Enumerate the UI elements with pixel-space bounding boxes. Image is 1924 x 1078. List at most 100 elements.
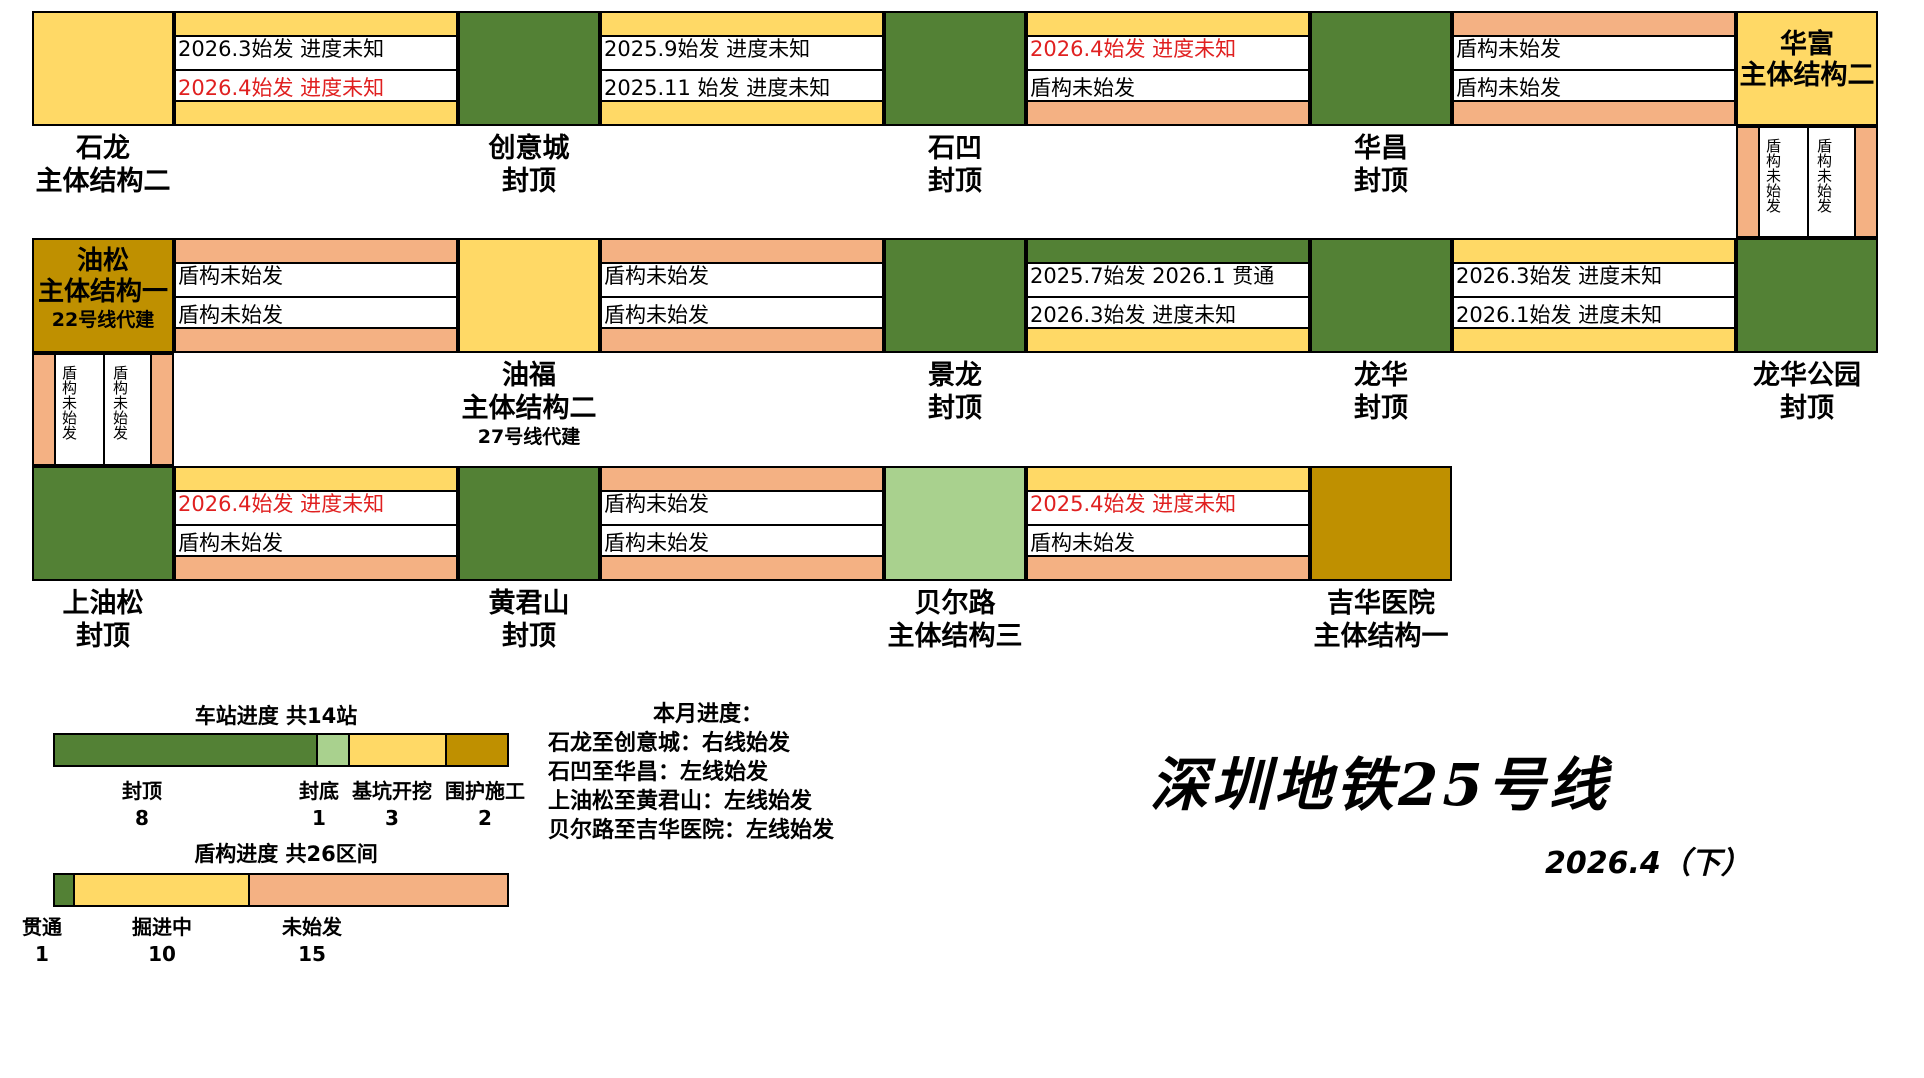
tunnel-line1-text: 2026.3始发 进度未知 (178, 37, 385, 61)
tunnel-line1-text: 盾构未始发 (60, 365, 78, 440)
page-title: 深圳地铁25号线 (1150, 751, 1611, 819)
tunnel-segment: 2025.4始发 进度未知盾构未始发 (1026, 466, 1310, 581)
monthly-progress-title: 本月进度： (652, 702, 763, 727)
station-name: 创意城 (488, 133, 570, 164)
station-status: 封顶 (1354, 166, 1408, 197)
track-divider (1028, 523, 1308, 526)
station-box (884, 466, 1026, 581)
tunnel-line2-text: 盾构未始发 (178, 303, 283, 327)
tunnel-status-band (1028, 100, 1308, 124)
tunnel-line1-text: 2025.4始发 进度未知 (1030, 492, 1237, 516)
station-status: 封顶 (1354, 393, 1408, 424)
station-legend-title: 车站进度 共14站 (194, 704, 358, 728)
station-label: 石龙主体结构二 (36, 132, 171, 198)
station-name: 油松 (76, 246, 130, 276)
tunnel-status-band (602, 327, 882, 351)
tunnel-status-band (1454, 13, 1734, 37)
tunnel-line2-text: 盾构未始发 (178, 531, 283, 555)
track-divider (602, 523, 882, 526)
track-divider (176, 68, 456, 71)
tunnel-status-band (1028, 327, 1308, 351)
station-label: 创意城封顶 (489, 132, 570, 198)
tunnel-status-band (1454, 100, 1734, 124)
station-label: 黄君山封顶 (489, 587, 570, 653)
station-label: 吉华医院主体结构一 (1314, 587, 1449, 653)
station-box (884, 238, 1026, 353)
tunnel-status-band (1028, 240, 1308, 264)
station-label: 景龙封顶 (928, 359, 982, 425)
tunnel-legend-done-swatch (55, 875, 73, 905)
station-status: 主体结构二 (35, 166, 171, 197)
monthly-item: 石凹至华昌：左线始发 (548, 760, 769, 785)
station-name: 黄君山 (488, 588, 570, 619)
tunnel-status-band (176, 327, 456, 351)
track-divider (1028, 68, 1308, 71)
station-status: 主体结构一 (37, 277, 169, 307)
station-label: 龙华公园封顶 (1753, 359, 1861, 425)
track-divider (1454, 68, 1734, 71)
station-status: 主体结构三 (887, 621, 1023, 652)
tunnel-status-band (176, 100, 456, 124)
station-legend-pit-swatch (348, 735, 445, 765)
report-date: 2026.4（下） (1545, 846, 1751, 881)
monthly-item: 石龙至创意城：右线始发 (548, 731, 791, 756)
monthly-item: 贝尔路至吉华医院：左线始发 (548, 818, 835, 843)
track-divider (1807, 128, 1809, 236)
station-label: 华昌封顶 (1354, 132, 1408, 198)
tunnel-segment: 盾构未始发盾构未始发 (600, 238, 884, 353)
tunnel-status-band (1028, 468, 1308, 492)
station-note: 22号线代建 (51, 309, 155, 331)
track-divider (103, 355, 105, 464)
tunnel-status-band (1028, 555, 1308, 579)
station-box (458, 466, 600, 581)
tunnel-segment: 盾构未始发盾构未始发 (1452, 11, 1736, 126)
tunnel-status-band (176, 240, 456, 264)
tunnel-status-band (176, 468, 456, 492)
track-divider (602, 295, 882, 298)
station-box (884, 11, 1026, 126)
tunnel-status-band (1738, 128, 1760, 236)
tunnel-status-band (1454, 327, 1734, 351)
station-box (1310, 466, 1452, 581)
station-label: 上油松封顶 (63, 587, 144, 653)
station-status: 封顶 (76, 621, 130, 652)
tunnel-status-band (602, 555, 882, 579)
tunnel-line1-text: 盾构未始发 (1764, 138, 1782, 213)
station-status: 主体结构二 (1739, 60, 1875, 91)
station-name: 华昌 (1354, 133, 1408, 164)
station-box (1736, 11, 1878, 126)
tunnel-line2-text: 2026.4始发 进度未知 (178, 76, 385, 100)
tunnel-segment: 盾构未始发盾构未始发 (174, 238, 458, 353)
tunnel-line2-text: 2025.11 始发 进度未知 (604, 76, 831, 100)
tunnel-line1-text: 2026.3始发 进度未知 (1456, 264, 1663, 288)
station-note: 27号线代建 (477, 426, 581, 448)
tunnel-line1-text: 盾构未始发 (604, 264, 709, 288)
track-divider (176, 523, 456, 526)
tunnel-status-band (176, 555, 456, 579)
tunnel-line2-text: 盾构未始发 (1030, 76, 1135, 100)
tunnel-line2-text: 盾构未始发 (1456, 76, 1561, 100)
tunnel-status-band (602, 100, 882, 124)
station-name: 华富 (1780, 29, 1834, 60)
tunnel-status-band (150, 355, 172, 464)
station-legend-bottom-swatch (316, 735, 348, 765)
tunnel-segment: 盾构未始发盾构未始发 (600, 466, 884, 581)
tunnel-line1-text: 2026.4始发 进度未知 (1030, 37, 1237, 61)
tunnel-status-band (1454, 240, 1734, 264)
station-name: 贝尔路 (914, 588, 996, 619)
tunnel-status-band (602, 468, 882, 492)
tunnel-segment-vertical: 盾构未始发盾构未始发 (1736, 126, 1878, 238)
tunnel-line1-text: 盾构未始发 (604, 492, 709, 516)
station-name: 吉华医院 (1327, 588, 1435, 619)
tunnel-line1-text: 盾构未始发 (1456, 37, 1561, 61)
station-name: 龙华 (1354, 360, 1408, 391)
tunnel-line1-text: 2026.4始发 进度未知 (178, 492, 385, 516)
tunnel-status-band (602, 240, 882, 264)
